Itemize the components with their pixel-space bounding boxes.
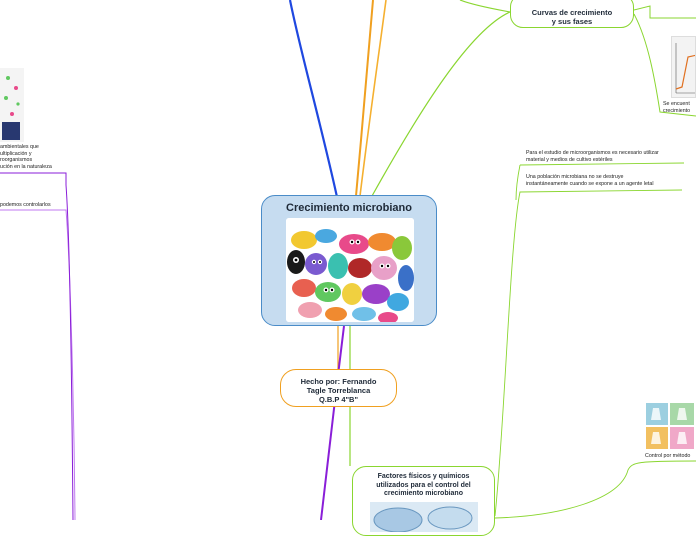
factores-node[interactable]: Factores físicos y químicos utilizados p…	[352, 466, 495, 536]
note-lethal-line-1: Una población microbiana no se destruye	[526, 174, 624, 180]
purple-left-underline-2	[0, 209, 76, 520]
factores-line-3: crecimiento microbiano	[384, 490, 463, 497]
left-ambient-line-2: ultiplicación y	[0, 150, 32, 157]
green-curvas-lower	[633, 13, 696, 117]
note-encuentra-line-1: Se encuent	[663, 101, 690, 107]
left-ambient-line-3: roorganismos	[0, 157, 33, 164]
left-control-note[interactable]: podemos controlarlos	[0, 202, 51, 208]
author-line-1: Hecho por: Fernando	[300, 377, 377, 386]
curvas-node[interactable]: Curvas de crecimiento y sus fases	[510, 0, 634, 28]
green-note1-underline	[519, 162, 685, 166]
purple-left-trunk	[65, 184, 74, 520]
left-environment-thumbnail	[0, 68, 24, 142]
left-ambient-note[interactable]: ambientales que ultiplicación y roorgani…	[0, 144, 52, 170]
curvas-line-1: Curvas de crecimiento	[531, 8, 613, 17]
note-lethal-line-2: instantáneamente cuando se expone a un a…	[526, 180, 654, 187]
control-methods-thumbnail	[645, 402, 696, 450]
control-methods-image	[646, 403, 694, 449]
blue-branch-line	[288, 0, 339, 198]
curvas-line-2: y sus fases	[551, 17, 593, 26]
central-title: Crecimiento microbiano	[286, 202, 412, 214]
factores-line-1: Factores físicos y químicos	[377, 473, 470, 480]
left-ambient-line-4: ución en la naturaleza	[0, 163, 52, 170]
green-branch-curvas	[371, 11, 511, 197]
orange-branch-line	[355, 0, 374, 197]
purple-branch-line	[320, 325, 345, 520]
microbes-illustration	[286, 218, 414, 322]
note-sterile-line-2: material y medios de cultivo estériles	[526, 156, 613, 163]
central-topic[interactable]: Crecimiento microbiano	[261, 195, 437, 326]
growth-curve-image	[675, 43, 695, 94]
left-environment-image	[0, 68, 24, 142]
microbes-image	[286, 218, 414, 322]
note-encuentra-line-2: crecimiento	[663, 107, 691, 114]
author-line-2: Tagle Torreblanca	[306, 386, 371, 395]
green-control-branch	[494, 460, 696, 519]
green-curvas-top	[459, 0, 511, 13]
orange-branch-line-2	[359, 0, 387, 197]
mind-map-connectors	[0, 0, 696, 520]
note-sterile-line-1: Para el estudio de microorganismos es ne…	[526, 150, 659, 156]
green-factores-to-notes	[494, 189, 683, 517]
note-se-encuentra[interactable]: Se encuent crecimiento	[663, 101, 690, 114]
note-lethal-agent[interactable]: Una población microbiana no se destruye …	[526, 174, 654, 187]
petri-dish-image	[370, 502, 478, 532]
growth-curve-thumbnail	[671, 36, 696, 98]
petri-dish-illustration	[370, 502, 478, 532]
control-label[interactable]: Control por método	[645, 453, 691, 459]
left-ambient-line-1: ambientales que	[0, 144, 39, 150]
author-line-3: Q.B.P 4"B"	[318, 395, 359, 404]
purple-left-underline-1	[0, 172, 67, 185]
author-node[interactable]: Hecho por: Fernando Tagle Torreblanca Q.…	[280, 369, 397, 407]
factores-line-2: utilizados para el control del	[376, 481, 471, 489]
green-curvas-right	[633, 5, 696, 19]
note-sterile-material[interactable]: Para el estudio de microorganismos es ne…	[526, 150, 659, 163]
green-note-trunk	[515, 164, 521, 201]
